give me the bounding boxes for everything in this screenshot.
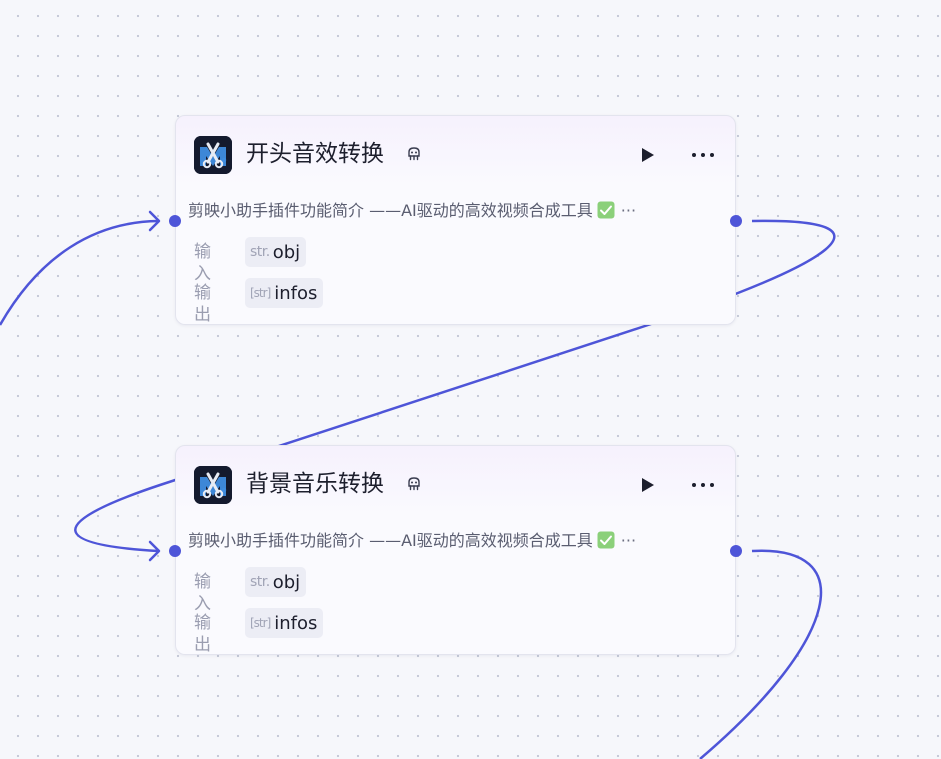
more-dots-icon[interactable] [689, 475, 717, 495]
more-dots-icon[interactable] [689, 145, 717, 165]
param-name: infos [274, 612, 318, 634]
param-type: [str] [250, 286, 271, 300]
output-label: 输出 [194, 613, 211, 655]
jianying-assistant-logo-icon [194, 136, 232, 174]
param-type: str. [250, 244, 270, 260]
plugin-icon [408, 477, 420, 491]
input-port[interactable] [169, 545, 181, 557]
play-icon[interactable] [637, 145, 657, 165]
param-name: obj [272, 571, 301, 593]
check-mark-icon [597, 531, 615, 549]
param-name: obj [272, 241, 301, 263]
description-more[interactable]: ··· [620, 531, 637, 550]
output-port[interactable] [730, 215, 742, 227]
output-label: 输出 [194, 283, 211, 325]
input-param-tag: str. obj [245, 567, 307, 597]
plugin-icon [408, 147, 420, 161]
edge-arrow-node-1 [148, 210, 161, 232]
param-name: infos [274, 282, 318, 304]
workflow-node-bgm-convert[interactable]: 背景音乐转换 剪映小助手插件功能简介 ——AI驱动的高效视频合成工具 ··· 输入 [169, 445, 742, 655]
param-type: str. [250, 574, 270, 590]
jianying-assistant-logo-icon [194, 466, 232, 504]
node-description: 剪映小助手插件功能简介 ——AI驱动的高效视频合成工具 ··· [188, 530, 718, 552]
description-text: 剪映小助手插件功能简介 ——AI驱动的高效视频合成工具 [188, 201, 593, 220]
node-description: 剪映小助手插件功能简介 ——AI驱动的高效视频合成工具 ··· [188, 200, 718, 222]
description-text: 剪映小助手插件功能简介 ——AI驱动的高效视频合成工具 [188, 531, 593, 550]
check-mark-icon [597, 201, 615, 219]
input-param-tag: str. obj [245, 237, 307, 267]
output-port[interactable] [730, 545, 742, 557]
play-icon[interactable] [637, 475, 657, 495]
description-more[interactable]: ··· [620, 201, 637, 220]
node-title: 开头音效转换 [246, 141, 384, 167]
node-header: 背景音乐转换 [194, 465, 717, 505]
output-param-tag: [str] infos [245, 278, 324, 308]
output-param-tag: [str] infos [245, 608, 324, 638]
workflow-node-start-sound-convert[interactable]: 开头音效转换 剪映小助手插件功能简介 ——AI驱动的高效视频合成工具 ··· 输入 [169, 115, 742, 325]
param-type: [str] [250, 616, 271, 630]
node-header: 开头音效转换 [194, 135, 717, 175]
node-title: 背景音乐转换 [246, 471, 384, 497]
input-label: 输入 [194, 572, 211, 614]
input-port[interactable] [169, 215, 181, 227]
edge-arrow-node-2 [148, 540, 161, 562]
edge-incoming-node-1[interactable] [0, 219, 159, 326]
input-label: 输入 [194, 242, 211, 284]
